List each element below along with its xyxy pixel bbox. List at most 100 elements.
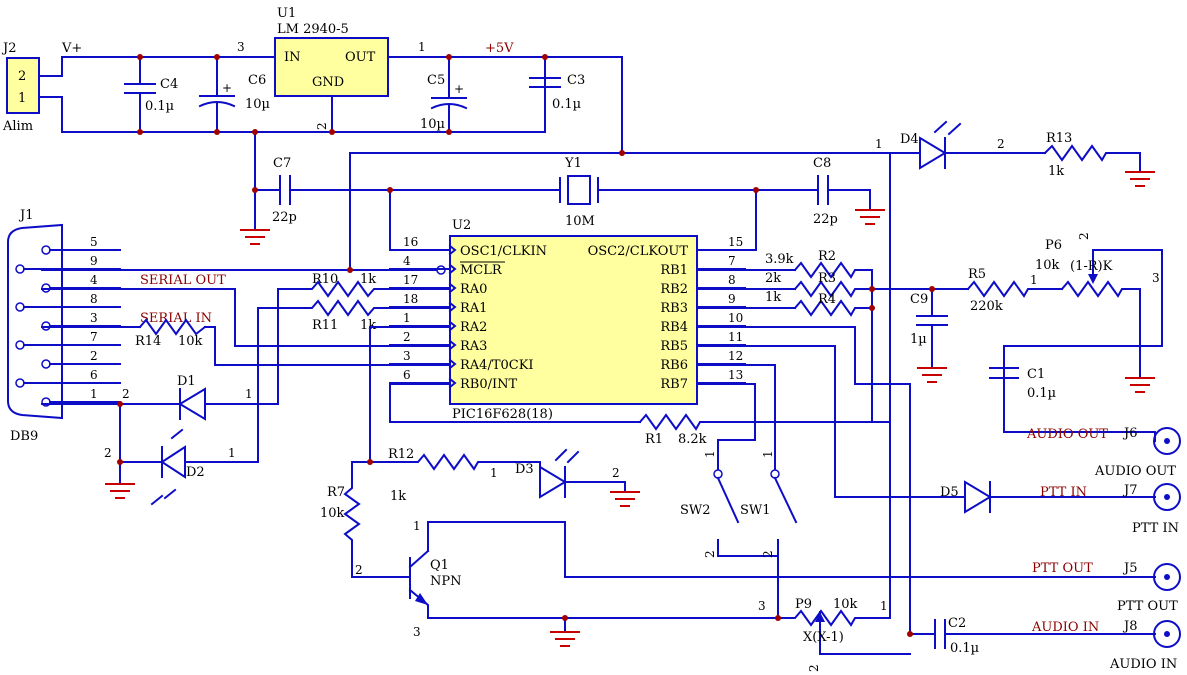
r1-value: 8.2k xyxy=(678,432,707,447)
u1-gnd-label: GND xyxy=(312,75,344,90)
d4-pin1: 1 xyxy=(875,137,883,151)
y1-ref: Y1 xyxy=(564,156,582,171)
p6-pin2: 2 xyxy=(1077,232,1091,240)
u2-right-pin-name: RB3 xyxy=(660,301,688,316)
j2-label: Alim xyxy=(2,119,33,134)
p9-label: X(X-1) xyxy=(803,630,844,645)
r2-value: 3.9k xyxy=(765,252,794,267)
sw2-pin1: 1 xyxy=(703,450,717,458)
q1-type: NPN xyxy=(430,574,462,589)
u2-ref: U2 xyxy=(452,218,471,233)
r4-value: 1k xyxy=(765,290,781,305)
db9-pin-number: 4 xyxy=(90,273,98,287)
c9-value: 1µ xyxy=(910,332,927,347)
u2-left-pin-number: 1 xyxy=(403,311,411,325)
r14-value: 10k xyxy=(178,334,203,349)
d3-ref: D3 xyxy=(515,462,534,477)
db9-pin-number: 1 xyxy=(90,387,98,401)
sw2-pin2: 2 xyxy=(703,550,717,558)
ground-d2 xyxy=(105,483,135,499)
p6-ref: P6 xyxy=(1045,238,1062,253)
u2-left-pin-number: 2 xyxy=(403,330,411,344)
wire-rb7 xyxy=(696,383,756,471)
c3-value: 0.1µ xyxy=(552,97,581,112)
wire-osc xyxy=(254,131,871,231)
ground-q1 xyxy=(550,631,580,647)
wire-c9 xyxy=(916,288,948,369)
p9-value: 10k xyxy=(833,597,858,612)
r2-ref: R2 xyxy=(818,249,836,264)
db9-pin-number: 7 xyxy=(90,330,98,344)
u2-left-pin-name: MCLR xyxy=(460,263,503,278)
resistor-r3: 2k R3 xyxy=(765,271,873,298)
p6-label: (1-R)K xyxy=(1070,259,1113,274)
net-ptt-in: PTT IN xyxy=(1040,485,1087,500)
regulator-u1: U1 LM 2940-5 IN OUT GND 3 1 2 xyxy=(237,6,426,133)
q1-pin3: 3 xyxy=(413,625,421,639)
r12-pin1: 1 xyxy=(490,466,498,480)
transistor-q1: Q1 NPN 1 3 xyxy=(408,519,1156,639)
u2-left-pin-number: 18 xyxy=(403,292,418,306)
u2-right-pin-number: 11 xyxy=(728,330,743,344)
u1-in-label: IN xyxy=(284,50,301,65)
r3-value: 2k xyxy=(765,271,781,286)
u2-right-pin-number: 9 xyxy=(728,292,736,306)
net-vplus: V+ xyxy=(61,41,82,56)
sw1-pin1: 1 xyxy=(761,450,775,458)
u1-ref: U1 xyxy=(277,6,296,21)
wire-ra2 xyxy=(369,326,451,463)
resistor-r2: 3.9k R2 xyxy=(765,249,873,309)
r7-ref: R7 xyxy=(327,485,345,500)
u2-right-pin-name: RB6 xyxy=(660,358,688,373)
led-d3: D3 2 xyxy=(515,448,626,499)
r12-ref: R12 xyxy=(388,447,414,462)
db9-pin-contact xyxy=(41,245,51,255)
d3-pin2: 2 xyxy=(612,466,620,480)
c9-ref: C9 xyxy=(910,292,928,307)
r7-pin2: 2 xyxy=(355,563,363,577)
c5-ref: C5 xyxy=(427,73,445,88)
d4-pin2: 2 xyxy=(997,137,1005,151)
ground-c8 xyxy=(855,209,885,225)
c5-value: 10µ xyxy=(420,117,445,132)
sw1-ref: SW1 xyxy=(740,503,771,518)
c6-value: 10µ xyxy=(245,97,270,112)
r3-ref: R3 xyxy=(818,271,836,286)
wire-rb6 xyxy=(696,364,776,471)
capacitor-c5: + C5 10µ xyxy=(420,56,468,133)
d2-ref: D2 xyxy=(186,465,205,480)
net-serial-out: SERIAL OUT xyxy=(140,273,226,288)
r13-value: 1k xyxy=(1048,164,1064,179)
c4-ref: C4 xyxy=(160,77,178,92)
resistor-r14: R14 10k xyxy=(135,318,207,349)
d1-ref: D1 xyxy=(177,374,196,389)
q1-ref: Q1 xyxy=(430,558,449,573)
r5-value: 220k xyxy=(970,299,1003,314)
jack-j8: J8 AUDIO IN xyxy=(1109,619,1181,672)
ground-c7 xyxy=(240,229,270,245)
u2-left-pin-name: OSC1/CLKIN xyxy=(460,244,547,259)
y1-value: 10M xyxy=(565,214,595,229)
r4-ref: R4 xyxy=(818,292,836,307)
p6-pin3: 3 xyxy=(1152,271,1160,285)
wire-osc2 xyxy=(696,189,757,251)
c1-ref: C1 xyxy=(1027,367,1045,382)
u2-right-pin-number: 12 xyxy=(728,349,743,363)
u2-left-pin-number: 17 xyxy=(403,273,418,287)
p6-value: 10k xyxy=(1035,258,1060,273)
diode-d1: D1 1 2 xyxy=(122,374,253,421)
j2-pin1: 1 xyxy=(18,91,26,106)
ground-r13 xyxy=(1125,171,1155,187)
jack-j7: J7 PTT IN xyxy=(1122,483,1181,536)
db9-pin-number: 9 xyxy=(90,254,98,268)
db9-pin-contact xyxy=(41,359,51,369)
jack-j5: J5 PTT OUT xyxy=(1117,561,1181,614)
j5-ref: J5 xyxy=(1122,561,1137,576)
j5-label: PTT OUT xyxy=(1117,599,1178,614)
r11-ref: R11 xyxy=(312,318,338,333)
p9-pin3: 3 xyxy=(758,599,766,613)
u2-left-pin-number: 4 xyxy=(403,254,411,268)
db9-pin-number: 2 xyxy=(90,349,98,363)
r1-ref: R1 xyxy=(645,432,663,447)
r12-value: 1k xyxy=(390,489,406,504)
